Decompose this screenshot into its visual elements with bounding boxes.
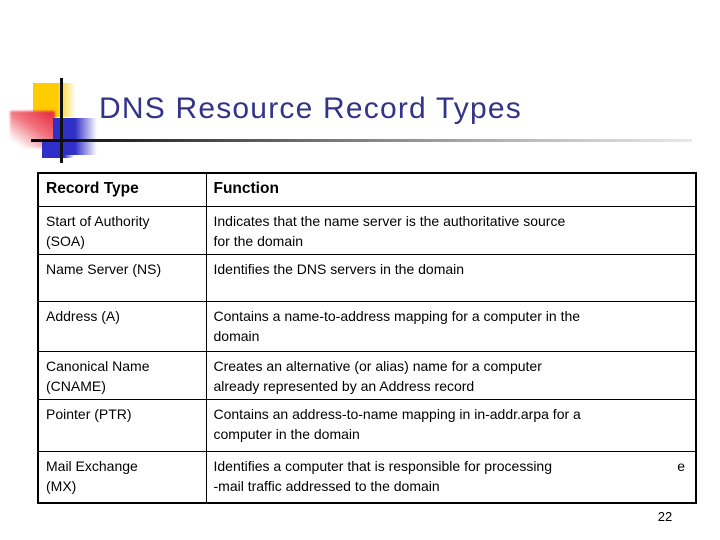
cell-text-line: Address (A)	[46, 307, 120, 324]
cell-text-segment: e	[677, 457, 685, 474]
record-type-cell: Start of Authority (SOA)	[37, 205, 207, 255]
table-row-a: Address (A) Contains a name-to-address m…	[37, 300, 697, 352]
record-type-cell: Address (A)	[37, 300, 207, 352]
record-type-cell: Name Server (NS)	[37, 253, 207, 302]
cell-text-line: domain	[213, 327, 260, 344]
cell-text-line: Name Server (NS)	[46, 260, 162, 277]
cell-text-line: Mail Exchange	[46, 457, 138, 474]
function-cell: Contains an address-to-name mapping in i…	[205, 398, 697, 452]
page-number: 22	[657, 509, 673, 524]
title-underline-rule	[31, 139, 692, 142]
function-cell: Identifies the DNS servers in the domain	[205, 253, 697, 302]
cell-text-line: Contains a name-to-address mapping for a…	[213, 307, 581, 324]
record-type-cell: Mail Exchange (MX)	[37, 450, 207, 504]
cell-text-line: Start of Authority	[46, 212, 150, 229]
page-title: DNS Resource Record Types	[99, 92, 522, 125]
table-row-soa: Start of Authority (SOA) Indicates that …	[37, 205, 697, 255]
cell-text-line: Contains an address-to-name mapping in i…	[213, 405, 581, 422]
cell-text-line: (SOA)	[46, 232, 85, 249]
table-row-mx: Mail Exchange (MX) Identifies a computer…	[37, 450, 697, 504]
cell-text-line: (MX)	[46, 477, 77, 494]
function-cell: Identifies a computer that is responsibl…	[205, 450, 697, 504]
cell-text-line: Pointer (PTR)	[46, 405, 132, 422]
function-cell: Creates an alternative (or alias) name f…	[205, 350, 697, 400]
cell-text-line: computer in the domain	[213, 425, 360, 442]
table-row-ns: Name Server (NS) Identifies the DNS serv…	[37, 253, 697, 302]
cell-text-line: -mail traffic addressed to the domain	[213, 477, 440, 494]
accent-vertical-line	[60, 78, 63, 163]
table-row-ptr: Pointer (PTR) Contains an address-to-nam…	[37, 398, 697, 452]
cell-text-segment: Identifies a computer that is responsibl…	[213, 457, 553, 474]
cell-text-line: Identifies a computer that is responsibl…	[214, 456, 690, 476]
cell-text-line: Canonical Name	[46, 357, 150, 374]
function-cell: Indicates that the name server is the au…	[205, 205, 697, 255]
record-type-cell: Pointer (PTR)	[37, 398, 207, 452]
column-header-record-type: Record Type	[37, 172, 207, 207]
function-cell: Contains a name-to-address mapping for a…	[205, 300, 697, 352]
cell-text-line: Indicates that the name server is the au…	[213, 212, 566, 229]
cell-text-line: (CNAME)	[46, 377, 106, 394]
table-header-row: Record Type Function	[37, 172, 697, 207]
record-type-cell: Canonical Name (CNAME)	[37, 350, 207, 400]
accent-blue-square-small-icon	[42, 140, 74, 158]
cell-text-line: Identifies the DNS servers in the domain	[213, 260, 465, 277]
cell-text-line: Creates an alternative (or alias) name f…	[213, 357, 542, 374]
cell-text-line: for the domain	[213, 232, 304, 249]
record-types-table: Record Type Function Start of Authority …	[37, 172, 697, 504]
cell-text-line: already represented by an Address record	[213, 377, 475, 394]
column-header-function: Function	[205, 172, 697, 207]
table-row-cname: Canonical Name (CNAME) Creates an altern…	[37, 350, 697, 400]
